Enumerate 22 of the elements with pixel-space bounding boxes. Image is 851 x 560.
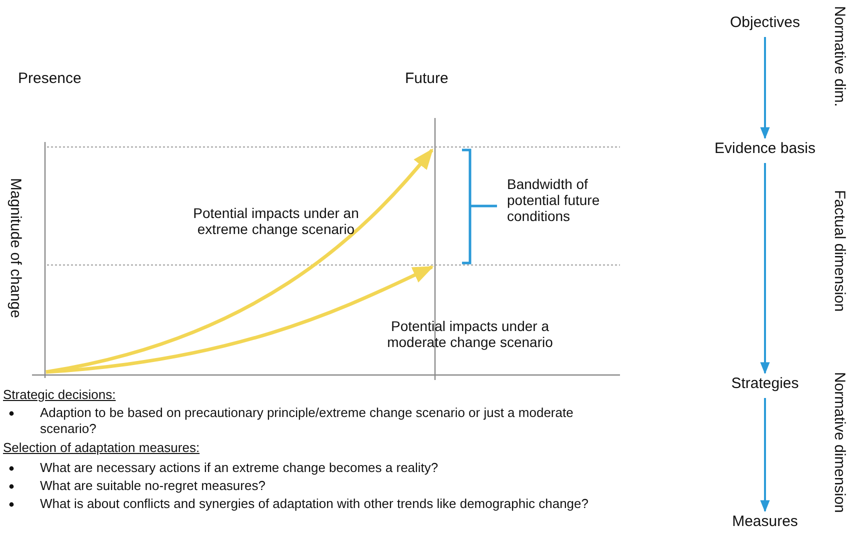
axis-label: Future — [405, 70, 448, 88]
dimension-label: Factual dimension — [830, 190, 848, 312]
annotation-text: Bandwidth of potential future conditions — [507, 176, 601, 224]
arrow — [760, 37, 770, 140]
step-label: Evidence basis — [714, 140, 816, 157]
section-heading: Selection of adaptation measures: — [3, 441, 200, 456]
bullet-text: What are necessary actions if an extreme change becomes a reality? — [40, 460, 438, 475]
dimension-label: Normative dimension — [830, 372, 848, 513]
section-heading: Strategic decisions: — [3, 388, 116, 403]
axis-title: Magnitude of change — [6, 178, 24, 318]
bullet-text: What is about conflicts and synergies of adaptation with other trends like demographic change? — [40, 496, 588, 511]
axis-label: Presence — [18, 70, 82, 88]
arrow — [760, 163, 770, 374]
dimension-label: Normative dim. — [830, 6, 848, 107]
step-label: Measures — [732, 513, 798, 530]
step-label: Strategies — [731, 375, 799, 392]
bullet-text: Adaption to be based on precautionary principle/extreme change scenario or just a moderate scenario? — [40, 405, 574, 436]
annotation-text: Potential impacts under a moderate change scenario — [386, 318, 554, 350]
step-label: Objectives — [730, 14, 800, 31]
bullet-text: What are suitable no-regret measures? — [40, 478, 266, 493]
arrow — [760, 398, 770, 512]
annotation-text: Potential impacts under an extreme change scenario — [192, 205, 360, 238]
